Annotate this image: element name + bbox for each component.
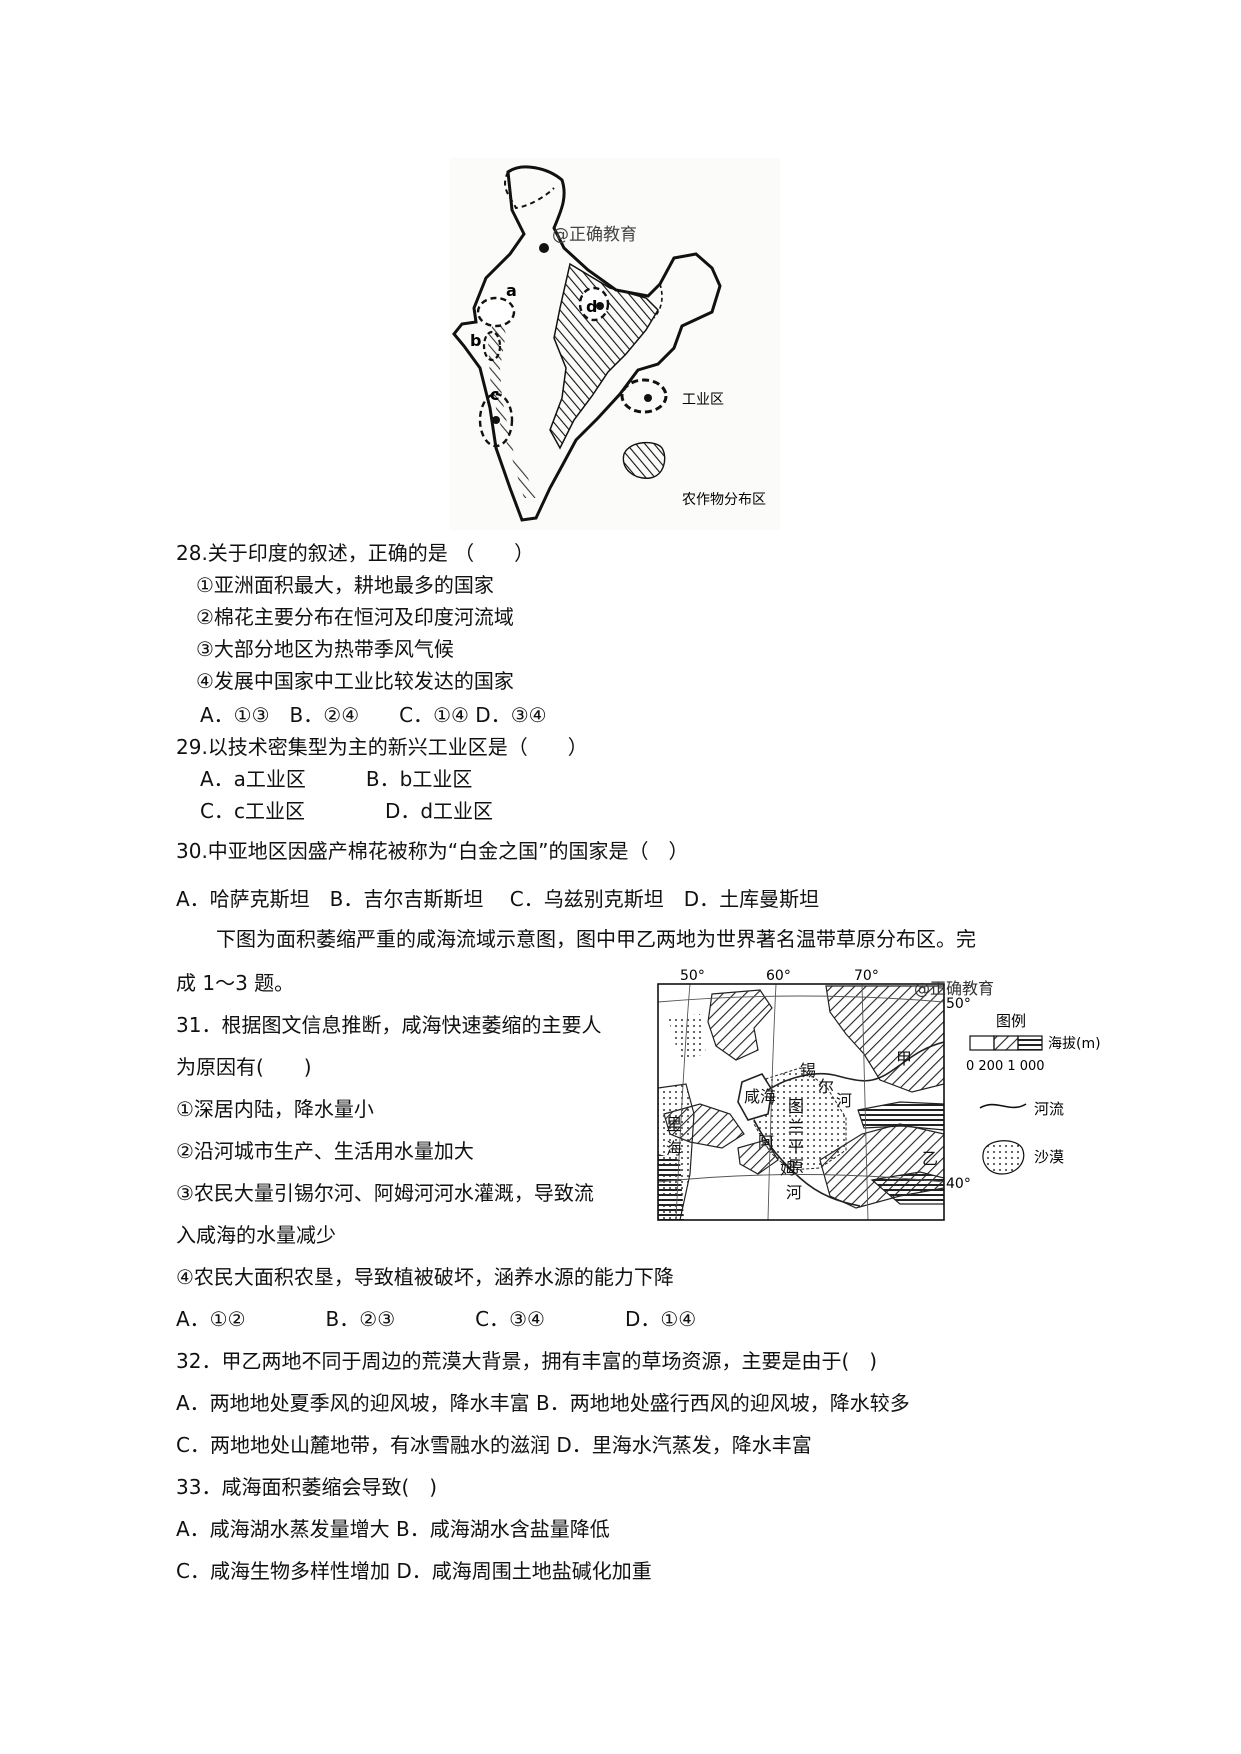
crop-area-region — [549, 262, 659, 450]
legend-title: 图例 — [996, 1012, 1026, 1030]
label-turan-2: 兰 — [788, 1117, 804, 1136]
q32-choices-row2: C．两地地处山麓地带，有冰雪融水的滋润 D．里海水汽蒸发，降水丰富 — [176, 1433, 812, 1457]
region-label-b: b — [470, 331, 481, 350]
industrial-zone-icon — [620, 378, 668, 414]
q33-choices-row2: C．咸海生物多样性增加 D．咸海周围土地盐碱化加重 — [176, 1559, 652, 1583]
legend-river-label: 河流 — [1034, 1100, 1064, 1118]
label-syr-3: 河 — [836, 1091, 852, 1110]
q31-option-3a: ③农民大量引锡尔河、阿姆河河水灌溉，导致流 — [176, 1181, 594, 1205]
crop-area-icon — [622, 441, 666, 479]
india-map-figure: a b c d @正确教育 工业区 农作物分布区 — [450, 158, 780, 530]
label-aral-1: 咸 — [744, 1087, 760, 1106]
q28-option-3: ③大部分地区为热带季风气候 — [196, 637, 454, 661]
label-amu-1: 阿 — [758, 1133, 774, 1152]
label-caspian-2: 海 — [666, 1139, 682, 1158]
q29-choices-row2: C．c工业区 D．d工业区 — [200, 799, 494, 823]
q28-option-4: ④发展中国家中工业比较发达的国家 — [196, 669, 514, 693]
legend-crop-label: 农作物分布区 — [682, 492, 766, 508]
q31-choices: A．①② B．②③ C．③④ D．①④ — [176, 1307, 697, 1331]
desert-legend-icon — [982, 1140, 1025, 1175]
lon-label-60: 60° — [766, 968, 791, 984]
q32-stem: 32．甲乙两地不同于周边的荒漠大背景，拥有丰富的草场资源，主要是由于( ) — [176, 1349, 878, 1373]
lon-label-70: 70° — [854, 968, 879, 984]
label-caspian-1: 里 — [666, 1115, 682, 1134]
aral-sea-map-figure: 50° 60° 70° 50° 40° @正确教育 里 海 咸 海 锡 尔 河 … — [650, 964, 1130, 1234]
industrial-zone-c — [478, 392, 514, 448]
q31-stem-2: 为原因有( ) — [176, 1055, 312, 1079]
q31-option-3b: 入咸海的水量减少 — [176, 1223, 336, 1247]
india-map-watermark: @正确教育 — [552, 225, 637, 245]
label-turan-4: 原 — [788, 1157, 804, 1176]
lon-label-50: 50° — [680, 968, 705, 984]
q28-stem: 28.关于印度的叙述，正确的是 （ ） — [176, 541, 535, 565]
q28-choices: A．①③ B．②④ C．①④ D．③④ — [200, 703, 547, 727]
label-aral-2: 海 — [760, 1087, 776, 1106]
label-syr-2: 尔 — [818, 1077, 834, 1096]
india-legend: 工业区 农作物分布区 — [620, 378, 766, 508]
region-label-c: c — [490, 385, 499, 404]
label-turan-3: 平 — [788, 1137, 804, 1156]
aral-sea-shape — [737, 1073, 773, 1121]
q33-choices-row1: A．咸海湖水蒸发量增大 B．咸海湖水含盐量降低 — [176, 1517, 610, 1541]
syr-darya-river — [767, 1041, 944, 1091]
region-label-d: d — [586, 297, 597, 316]
aral-map-watermark: @正确教育 — [914, 979, 994, 998]
region-label-a: a — [506, 281, 517, 300]
legend-desert-label: 沙漠 — [1034, 1148, 1064, 1166]
label-amu-3: 河 — [786, 1183, 802, 1202]
label-turan-1: 图 — [788, 1097, 804, 1116]
legend-industrial-label: 工业区 — [682, 392, 724, 408]
q29-stem: 29.以技术密集型为主的新兴工业区是（ ） — [176, 735, 588, 759]
industrial-zone-d — [578, 286, 610, 322]
industrial-zone-b — [482, 330, 502, 362]
lat-label-50: 50° — [946, 996, 971, 1012]
label-yi: 乙 — [922, 1149, 938, 1168]
q29-choices-row1: A．a工业区 B．b工业区 — [200, 767, 473, 791]
legend-elevation-label: 海拔(m) — [1048, 1036, 1101, 1052]
intro-line-1: 下图为面积萎缩严重的咸海流域示意图，图中甲乙两地为世界著名温带草原分布区。完 — [216, 927, 976, 951]
amu-darya-river — [753, 1119, 861, 1207]
q33-stem: 33．咸海面积萎缩会导致( ) — [176, 1475, 438, 1499]
q31-stem-1: 31．根据图文信息推断，咸海快速萎缩的主要人 — [176, 1013, 602, 1037]
q28-option-1: ①亚洲面积最大，耕地最多的国家 — [196, 573, 494, 597]
q30-choices: A．哈萨克斯坦 B．吉尔吉斯斯坦 C．乌兹别克斯坦 D．土库曼斯坦 — [176, 887, 820, 911]
aral-legend: 图例 海拔(m) 0 200 1 000 河流 沙漠 — [966, 1012, 1101, 1175]
river-legend-icon — [979, 1103, 1027, 1109]
q31-option-1: ①深居内陆，降水量小 — [176, 1097, 374, 1121]
label-jia: 甲 — [896, 1049, 912, 1068]
q32-choices-row1: A．两地地处夏季风的迎风坡，降水丰富 B．两地地处盛行西风的迎风坡，降水较多 — [176, 1391, 910, 1415]
q28-option-2: ②棉花主要分布在恒河及印度河流域 — [196, 605, 514, 629]
india-map: a b c d @正确教育 工业区 农作物分布区 — [450, 158, 780, 530]
india-outline — [452, 165, 722, 522]
industrial-zone-a — [476, 296, 516, 328]
label-amu-2: 姆 — [780, 1159, 796, 1178]
q30-stem: 30.中亚地区因盛产棉花被称为“白金之国”的国家是（ ） — [176, 839, 689, 863]
legend-elevation-ticks: 0 200 1 000 — [966, 1059, 1045, 1074]
q31-option-4: ④农民大面积农垦，导致植被破坏，涵养水源的能力下降 — [176, 1265, 674, 1289]
lat-label-40: 40° — [946, 1176, 971, 1192]
label-syr-1: 锡 — [800, 1061, 816, 1080]
intro-line-2: 成 1～3 题。 — [176, 971, 295, 995]
aral-sea-map: 50° 60° 70° 50° 40° @正确教育 里 海 咸 海 锡 尔 河 … — [657, 968, 1101, 1221]
q31-option-2: ②沿河城市生产、生活用水量加大 — [176, 1139, 474, 1163]
